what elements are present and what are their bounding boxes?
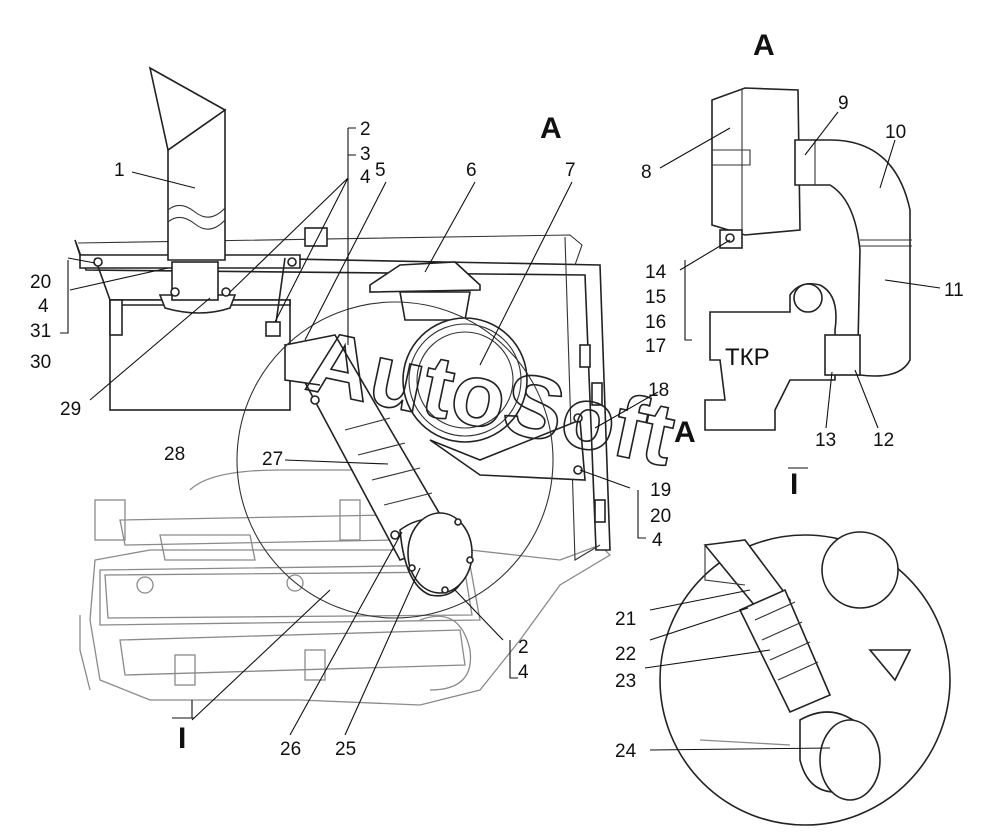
view-a-arrow-label: A — [674, 416, 696, 449]
callout-20-left: 20 — [30, 272, 51, 293]
callout-3: 3 — [360, 144, 371, 165]
callout-25: 25 — [335, 739, 356, 760]
callout-2: 2 — [360, 119, 371, 140]
callout-4-right: 4 — [652, 530, 663, 551]
leader-lines — [60, 111, 941, 751]
callout-27: 27 — [262, 449, 283, 470]
view-a-main-label: A — [540, 112, 562, 145]
callout-29: 29 — [60, 399, 81, 420]
detail-marker-circle — [236, 301, 554, 619]
callout-24: 24 — [615, 741, 637, 762]
callout-21: 21 — [615, 609, 636, 630]
callout-6: 6 — [466, 160, 477, 181]
engine-outline — [79, 469, 612, 706]
view-a-detail — [704, 87, 912, 431]
callout-numbers: 1 2 3 4 5 6 7 8 9 10 11 12 13 14 15 16 1… — [30, 93, 964, 762]
exhaust-pipe — [283, 334, 474, 597]
callout-13: 13 — [815, 430, 836, 451]
callout-9: 9 — [838, 93, 849, 114]
callout-4-left: 4 — [38, 296, 49, 317]
callout-4: 4 — [360, 167, 371, 188]
callout-8: 8 — [641, 162, 652, 183]
callout-20-right: 20 — [650, 506, 671, 527]
detail-view-i — [659, 531, 951, 826]
callout-28: 28 — [164, 444, 185, 465]
section-i-detail-label: I — [790, 468, 798, 501]
section-i-main-label: I — [178, 722, 186, 755]
view-a-detail-label: A — [753, 29, 775, 62]
turbocharger-label: ТКР — [725, 344, 770, 371]
callout-4-bottom: 4 — [518, 662, 529, 683]
callout-19: 19 — [650, 480, 671, 501]
callout-16: 16 — [645, 312, 666, 333]
callout-30: 30 — [30, 352, 51, 373]
callout-26: 26 — [280, 739, 301, 760]
callout-1: 1 — [114, 160, 125, 181]
callout-12: 12 — [873, 430, 894, 451]
callout-15: 15 — [645, 287, 666, 308]
callout-10: 10 — [885, 122, 906, 143]
callout-11: 11 — [944, 280, 964, 301]
callout-7: 7 — [565, 160, 576, 181]
callout-22: 22 — [615, 644, 636, 665]
callout-31: 31 — [30, 321, 51, 342]
callout-17: 17 — [645, 336, 666, 357]
callout-14: 14 — [645, 262, 667, 283]
callout-23: 23 — [615, 671, 636, 692]
callout-5: 5 — [375, 160, 386, 181]
muffler-assembly — [79, 66, 301, 411]
callout-2-bottom: 2 — [518, 637, 529, 658]
air-cleaner — [369, 261, 586, 481]
callout-18: 18 — [648, 380, 669, 401]
